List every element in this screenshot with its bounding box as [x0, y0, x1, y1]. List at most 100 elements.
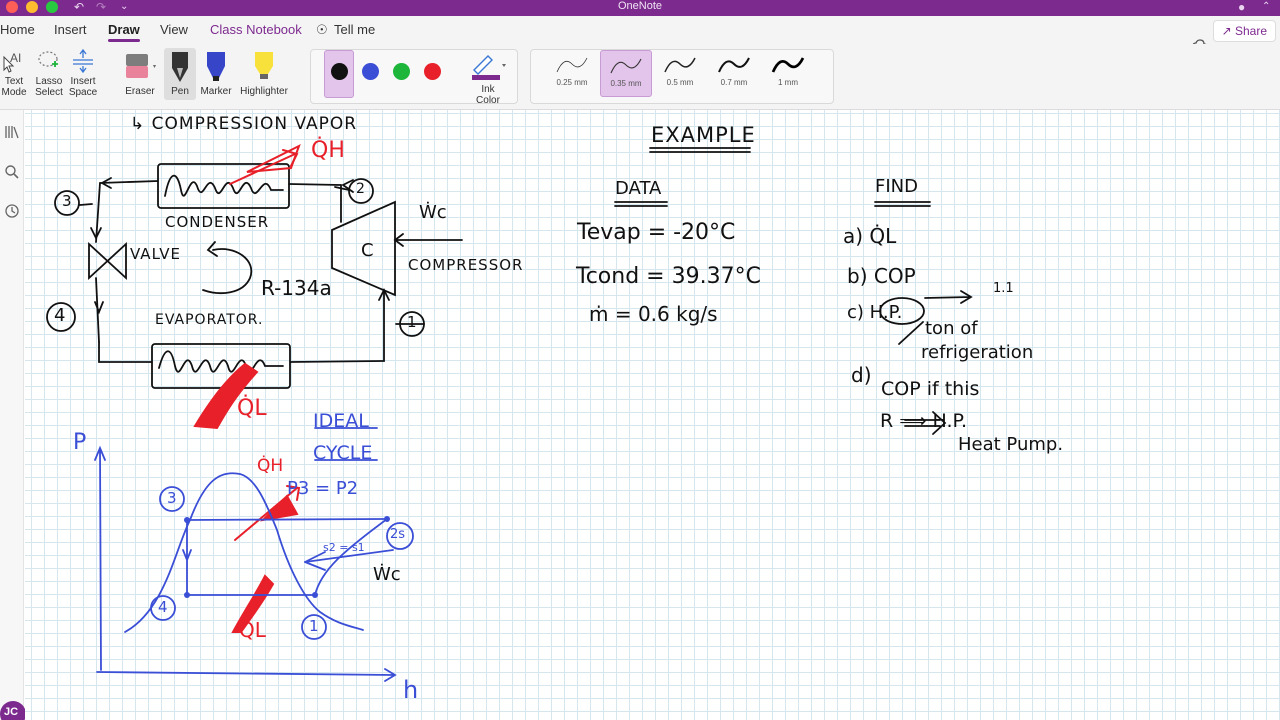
qh-label: Q̇H — [311, 138, 345, 163]
condenser-coil — [164, 174, 284, 197]
value-1-1: 1.1 — [993, 281, 1014, 296]
text-cursor-icon: AI — [3, 51, 21, 73]
ton-of-text: ton of — [925, 318, 978, 339]
thickness-035-button[interactable]: 0.35 mm — [600, 50, 652, 97]
close-window-button[interactable] — [6, 1, 18, 13]
ql-diagram-label: Q̇L — [239, 618, 266, 642]
pen-button[interactable]: Pen — [164, 48, 196, 100]
s2-s1-label: s2 = s1 — [323, 541, 365, 554]
insert-space-button[interactable]: Insert Space — [66, 48, 100, 98]
state2s-label: 2s — [390, 527, 406, 542]
arrow-down-left — [90, 227, 102, 241]
loop-left-upper-line — [95, 182, 101, 243]
color-green-swatch[interactable] — [393, 63, 410, 80]
thickness-025-button[interactable]: 0.25 mm — [546, 50, 598, 97]
ink-color-button[interactable]: Ink Color — [466, 50, 510, 106]
bell-icon[interactable]: ● — [1238, 0, 1246, 14]
compression-line — [314, 518, 388, 596]
wc-label: Ẇc — [419, 202, 447, 223]
share-label: Share — [1234, 24, 1267, 38]
point-1 — [312, 592, 318, 598]
highlighter-icon — [255, 52, 273, 79]
marker-icon — [207, 52, 225, 81]
tab-tell-me[interactable]: Tell me — [334, 22, 376, 37]
eraser-label: Eraser — [125, 86, 155, 97]
swirl-arrow — [202, 248, 253, 294]
data-title: DATA — [615, 178, 662, 199]
compressor-symbol — [331, 200, 396, 297]
notebooks-icon[interactable] — [3, 123, 21, 141]
state2-circle — [348, 178, 374, 204]
loop-top-left-line — [99, 180, 159, 184]
tab-insert[interactable]: Insert — [54, 22, 87, 37]
t-cond-value: Tcond = 39.37°C — [576, 264, 761, 289]
thickness-05-button[interactable]: 0.5 mm — [654, 50, 706, 97]
h-axis — [96, 668, 397, 682]
qh-diagram-label: Q̇H — [257, 456, 284, 476]
share-button[interactable]: ↗ Share — [1212, 20, 1276, 42]
color-black-swatch[interactable] — [331, 63, 348, 80]
find-a: a) Q̇L — [843, 224, 897, 248]
avatar[interactable]: JC — [0, 701, 26, 720]
find-c: c) H.P. — [847, 302, 903, 323]
find-b: b) COP — [847, 264, 916, 288]
diagram-state4-label: 4 — [158, 598, 168, 616]
find-title: FIND — [875, 176, 918, 197]
ql-arrow-diagram — [231, 574, 275, 633]
handwritten-drawings — [46, 143, 973, 682]
loop-top-right-line — [288, 183, 342, 186]
draw-ribbon: AI Text Mode Lasso Select Insert Space — [0, 44, 1280, 110]
thickness-07-button[interactable]: 0.7 mm — [708, 50, 760, 97]
stroke-1-icon — [771, 57, 805, 73]
h-axis-label: h — [403, 676, 419, 704]
state3-circle — [54, 190, 80, 216]
lasso-select-button[interactable]: Lasso Select — [32, 48, 66, 98]
color-blue-swatch[interactable] — [362, 63, 379, 80]
search-icon[interactable] — [3, 163, 21, 181]
ribbon-tabs: Home Insert Draw View Class Notebook ☉ T… — [0, 16, 1280, 51]
tab-home[interactable]: Home — [0, 22, 35, 37]
chevron-down-icon[interactable]: ⌄ — [120, 1, 129, 12]
arrow-left-top — [100, 177, 112, 189]
chevron-up-icon[interactable]: ⌃ — [1262, 1, 1271, 12]
s-label-line — [304, 549, 394, 563]
expansion-line — [182, 519, 192, 596]
redo-icon[interactable]: ↷ — [96, 0, 107, 14]
thickness-07-label: 0.7 mm — [720, 78, 748, 87]
text-mode-button[interactable]: AI Text Mode — [0, 48, 28, 98]
lasso-icon — [38, 51, 58, 67]
highlighter-button[interactable]: Highlighter — [236, 48, 292, 97]
insert-space-icon — [73, 48, 93, 74]
thickness-025-label: 0.25 mm — [556, 78, 588, 87]
heading-text: ↳ COMPRESSION VAPOR — [130, 114, 358, 134]
undo-icon[interactable]: ↶ — [74, 0, 85, 14]
stroke-05-icon — [664, 57, 696, 73]
eraser-button[interactable]: Eraser — [120, 48, 160, 97]
ink-color-icon — [472, 55, 506, 80]
page-canvas[interactable]: ↳ COMPRESSION VAPOR CONDENSER Ẇc C COMP… — [25, 110, 1280, 720]
swirl-arrowhead — [206, 241, 218, 257]
recent-clock-icon[interactable] — [3, 202, 21, 220]
condenser-label: CONDENSER — [165, 213, 270, 231]
tab-class-notebook[interactable]: Class Notebook — [210, 22, 302, 37]
state2-label: 2 — [356, 181, 365, 197]
p-axis — [94, 445, 106, 671]
tab-view[interactable]: View — [160, 22, 188, 37]
minimize-window-button[interactable] — [26, 1, 38, 13]
marker-button[interactable]: Marker — [198, 48, 234, 97]
window-title: OneNote — [617, 0, 663, 12]
insert-space-label-2: Space — [68, 87, 98, 98]
wc-diagram-label: Ẇc — [373, 564, 401, 585]
thickness-035-label: 0.35 mm — [610, 79, 642, 88]
zoom-window-button[interactable] — [46, 1, 58, 13]
thickness-1-button[interactable]: 1 mm — [762, 50, 814, 97]
share-icon: ↗ — [1221, 24, 1235, 38]
point-2 — [384, 516, 390, 522]
tab-draw[interactable]: Draw — [108, 22, 140, 42]
valve-label: VALVE — [130, 245, 182, 263]
text-mode-label-1: Text — [4, 76, 24, 87]
title-bar: ↶ ↷ ⌄ OneNote ● ⌃ — [0, 0, 1280, 16]
color-red-swatch[interactable] — [424, 63, 441, 80]
diagram-state1-circle — [301, 614, 327, 640]
